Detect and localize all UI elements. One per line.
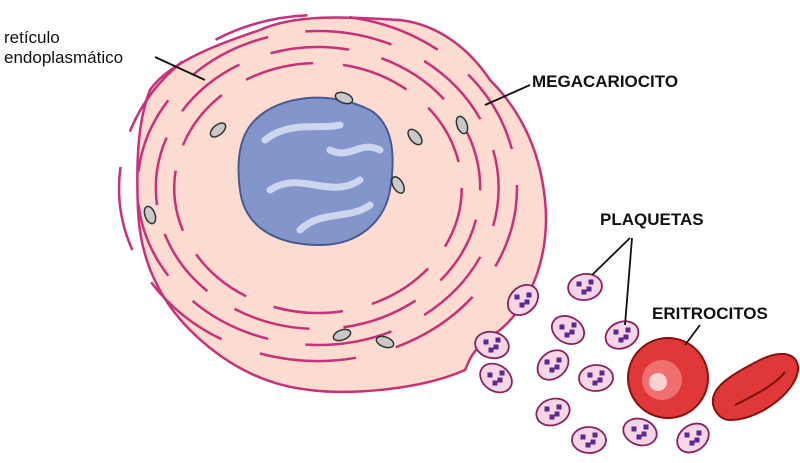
leader-lines [154,56,701,346]
platelet [578,364,614,392]
platelet [567,273,603,301]
platelets [474,273,710,454]
platelet [550,315,586,345]
platelet [479,362,513,394]
platelet [604,320,640,350]
granules [143,91,469,349]
erythrocyte-side [711,353,800,422]
label-reticulum-line1: retículo [4,28,60,47]
label-erythrocytes: ERITROCITOS [652,304,768,323]
label-platelets: PLAQUETAS [600,210,704,229]
nucleus [237,96,394,247]
platelet [536,349,570,381]
platelet [474,330,510,360]
label-reticulum: retículo endoplasmático [4,28,123,68]
label-reticulum-line2: endoplasmático [4,48,124,67]
platelet [571,426,607,454]
platelet [676,422,710,454]
platelet [622,417,658,447]
platelet [535,397,571,427]
endoplasmic-reticulum [117,13,519,363]
label-megakaryocyte: MEGACARIOCITO [532,72,679,91]
erythrocyte-round [627,337,709,419]
platelet [506,283,540,317]
